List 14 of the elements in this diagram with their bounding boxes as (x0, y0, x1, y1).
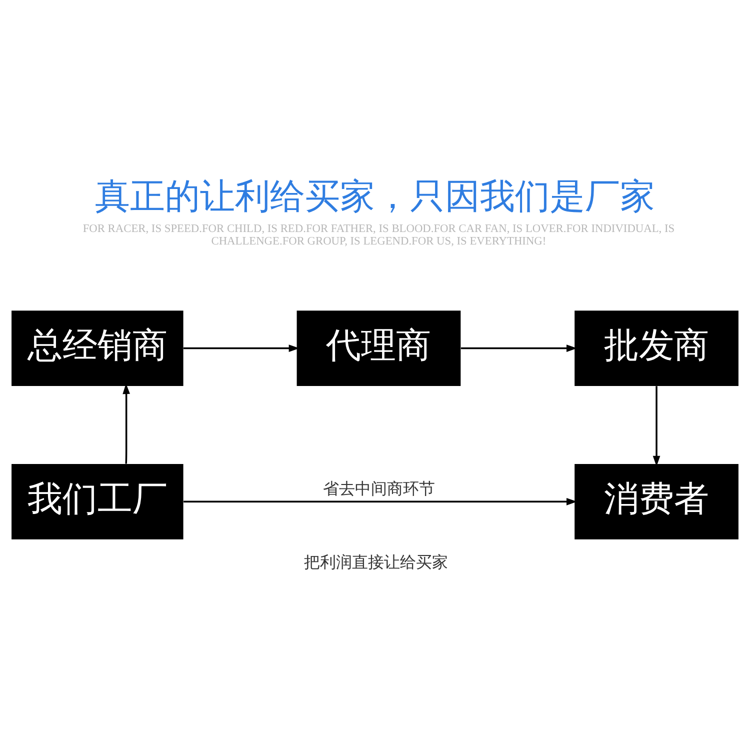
arrow (184, 498, 578, 506)
node-box: 总经销商 (12, 310, 184, 386)
arrow (460, 344, 578, 352)
diagram-title: 真正的让利给买家，只因我们是厂家 (95, 176, 655, 218)
node-box: 消费者 (574, 464, 738, 540)
arrow (122, 384, 130, 464)
arrow (652, 386, 660, 466)
node-box: 批发商 (574, 310, 738, 386)
label: 把利润直接让给买家 (304, 552, 448, 572)
arrow (183, 344, 300, 352)
edge-label: 省去中间商环节 (322, 479, 435, 498)
node-box: 代理商 (296, 310, 461, 386)
label: FOR RACER, IS SPEED.FOR CHILD, IS RED.FOR FATHER, IS BLOOD.FOR CAR FAN, IS LOVER.FOR INDIVIDUAL, IS CHALLENGE.FOR GROUP, IS LEGEND.FOR US, IS EVERYTHING! (82, 223, 675, 248)
node-box: 我们工厂 (12, 464, 184, 540)
